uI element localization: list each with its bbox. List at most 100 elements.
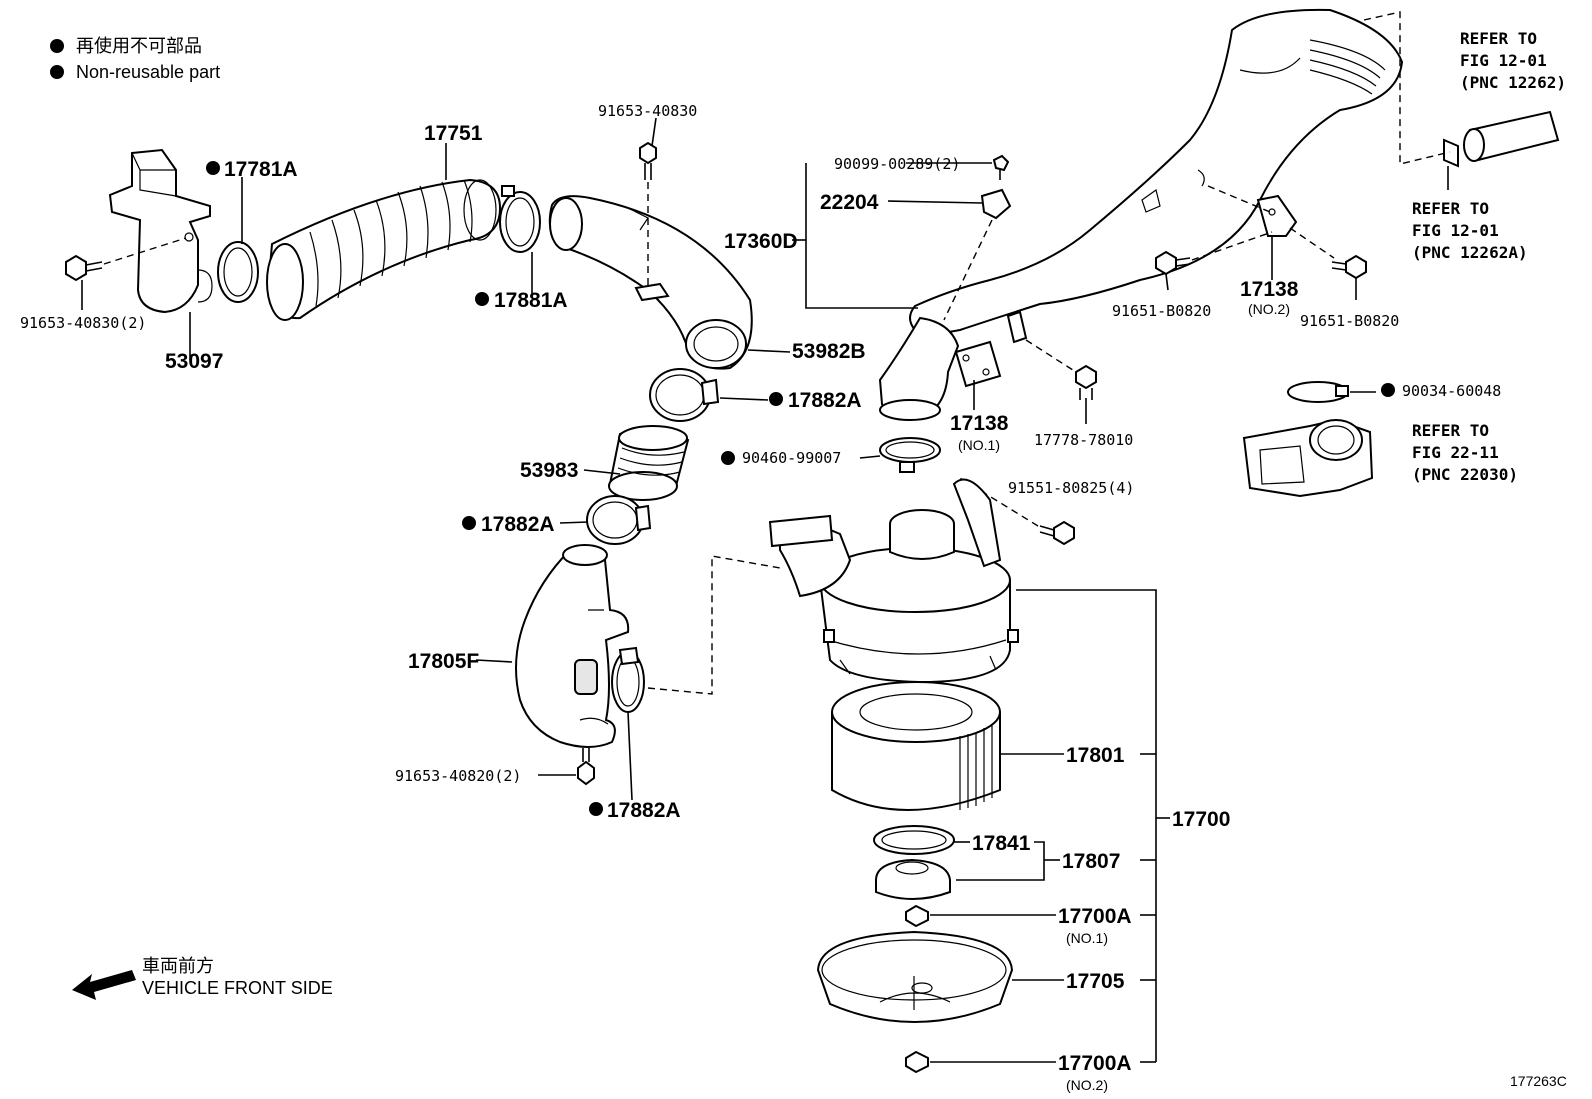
vehicle-front-indicator: 車両前方 VEHICLE FRONT SIDE [72,956,333,1000]
part-17360d-illustration [909,8,1404,334]
label-91653-40830-2[interactable]: 91653-40830(2) [20,314,146,332]
part-53097-illustration [108,148,213,314]
non-reusable-dot-icon [589,802,603,816]
part-17781a-illustration [217,241,259,303]
label-17801[interactable]: 17801 [1066,744,1125,767]
part-17841-illustration [873,825,955,855]
bracket-17138-no2-illustration [1256,194,1298,237]
label-91551-80825-4[interactable]: 91551-80825(4) [1008,479,1134,497]
part-17882a-middle-illustration [586,495,652,545]
label-17700[interactable]: 17700 [1172,808,1230,831]
non-reusable-dot-icon [1381,383,1395,397]
label-17705[interactable]: 17705 [1066,970,1125,993]
refer-12262a-line1: REFER TO [1412,199,1489,218]
refer-12262-line2: FIG 12-01 [1460,51,1547,70]
part-53983-illustration [608,425,690,501]
bolt-91651-b0820-left [1155,250,1191,276]
inlet-duct-nose-illustration [878,316,960,421]
label-90099-00289-2[interactable]: 90099-00289(2) [834,155,960,173]
non-reusable-dot-icon [769,392,783,406]
part-22204-illustration [980,188,1012,220]
part-17700a-no1-illustration [905,904,929,928]
part-labels: 17751 17781A 53097 91653-40830(2) 91653-… [20,102,1501,1093]
label-17700a-no2-sub: (NO.2) [1066,1077,1108,1093]
refer-12262a-line2: FIG 12-01 [1412,221,1499,240]
hose-12262-illustration [1443,110,1560,168]
part-17805f-illustration [515,544,630,748]
bolt-91653-40830-top [639,141,657,180]
screw-90099-icon [992,154,1010,180]
non-reusable-dot-icon [475,292,489,306]
label-90034-60048[interactable]: 90034-60048 [1402,382,1501,400]
label-91653-40820-2[interactable]: 91653-40820(2) [395,767,521,785]
clamp-90034-60048-illustration [1287,381,1349,403]
part-17751-illustration [266,178,502,321]
part-17807-illustration [875,858,951,900]
label-17360d[interactable]: 17360D [724,230,798,253]
bolt-17778-78010 [1075,364,1097,400]
label-17700a-no1[interactable]: 17700A [1058,905,1132,928]
label-22204[interactable]: 22204 [820,191,879,214]
label-17882a-middle[interactable]: 17882A [481,513,555,536]
label-17138-no2-sub: (NO.2) [1248,301,1290,317]
label-17778-78010[interactable]: 17778-78010 [1034,431,1133,449]
label-17805f[interactable]: 17805F [408,650,479,673]
label-17700a-no1-sub: (NO.1) [1066,930,1108,946]
throttle-body-22030-illustration [1242,418,1374,498]
label-53983[interactable]: 53983 [520,459,578,482]
front-jp: 車両前方 [142,956,214,976]
part-17881a-illustration [499,185,541,253]
legend: 再使用不可部品 Non-reusable part [50,36,220,82]
part-17705-illustration [816,930,1014,1023]
refer-block-12262[interactable]: REFER TO FIG 12-01 (PNC 12262) [1460,29,1566,92]
label-17841[interactable]: 17841 [972,832,1031,855]
front-en: VEHICLE FRONT SIDE [142,978,333,998]
part-17801-illustration [831,681,1001,811]
label-17882a-upper[interactable]: 17882A [788,389,862,412]
part-17882a-upper-illustration [649,368,720,422]
label-91651-b0820-left[interactable]: 91651-B0820 [1112,302,1211,320]
label-17882a-lower[interactable]: 17882A [607,799,681,822]
label-17138-no2[interactable]: 17138 [1240,278,1299,301]
refer-22030-line1: REFER TO [1412,421,1489,440]
refer-22030-line2: FIG 22-11 [1412,443,1499,462]
label-91651-b0820-right[interactable]: 91651-B0820 [1300,312,1399,330]
label-17881a[interactable]: 17881A [494,289,568,312]
non-reusable-dot-icon [462,516,476,530]
bolt-91653-40820 [577,748,595,786]
label-17751[interactable]: 17751 [424,122,483,145]
label-53097[interactable]: 53097 [165,350,223,373]
non-reusable-dot-icon [50,65,64,79]
non-reusable-dot-icon [50,39,64,53]
label-17807[interactable]: 17807 [1062,850,1120,873]
figure-id: 177263C [1510,1073,1567,1089]
part-17882a-lower-illustration [611,646,645,713]
label-91653-40830[interactable]: 91653-40830 [598,102,697,120]
bolt-91551-80825 [1039,520,1075,546]
part-53982b-illustration [548,195,753,370]
refer-12262-line1: REFER TO [1460,29,1537,48]
bracket-17138-no1-illustration [954,310,1028,388]
part-90460-99007-illustration [879,437,941,473]
non-reusable-dot-icon [721,451,735,465]
legend-en: Non-reusable part [76,62,220,82]
label-90460-99007[interactable]: 90460-99007 [742,449,841,467]
label-17138-no1-sub: (NO.1) [958,437,1000,453]
refer-12262-line3: (PNC 12262) [1460,73,1566,92]
front-arrow-icon [72,970,136,1000]
bolt-91651-b0820-right [1331,254,1367,280]
refer-12262a-line3: (PNC 12262A) [1412,243,1528,262]
refer-block-12262a[interactable]: REFER TO FIG 12-01 (PNC 12262A) [1412,199,1528,262]
label-17138-no1[interactable]: 17138 [950,412,1009,435]
label-17781a[interactable]: 17781A [224,158,298,181]
non-reusable-dot-icon [206,161,220,175]
refer-block-22030[interactable]: REFER TO FIG 22-11 (PNC 22030) [1412,421,1518,484]
label-17700a-no2[interactable]: 17700A [1058,1052,1132,1075]
part-17700a-no2-illustration [905,1050,929,1074]
bolt-91653-40830-left [65,254,103,282]
air-cleaner-upper-case-illustration [768,478,1019,684]
legend-jp: 再使用不可部品 [76,36,202,56]
refer-22030-line3: (PNC 22030) [1412,465,1518,484]
label-53982b[interactable]: 53982B [792,340,866,363]
